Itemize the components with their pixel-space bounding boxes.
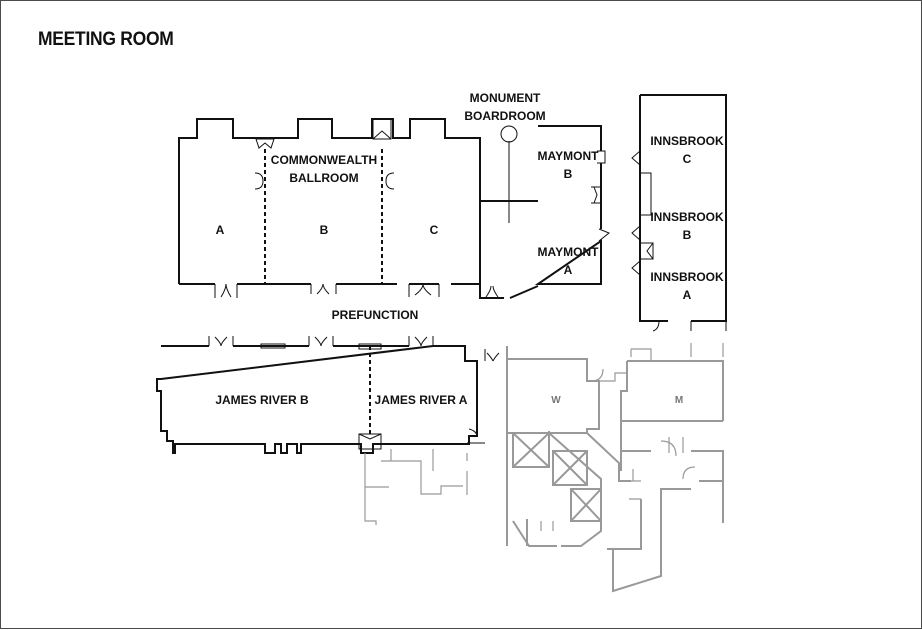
innsbrook-b-label-2: B (683, 228, 692, 242)
commonwealth-ballroom[interactable]: COMMONWEALTH BALLROOM A B C (178, 118, 481, 298)
page-title: MEETING ROOM (38, 29, 174, 50)
monument-boardroom[interactable]: MONUMENT BOARDROOM (464, 91, 546, 299)
maymont-b-label-2: B (564, 167, 573, 181)
innsbrook-rooms[interactable]: INNSBROOK C INNSBROOK B INNSBROOK A (631, 94, 727, 332)
ballroom-a-label: A (216, 223, 225, 237)
commonwealth-ballroom-label-2: BALLROOM (289, 171, 358, 185)
ballroom-c-label: C (430, 223, 439, 237)
maymont-a-label-2: A (564, 263, 573, 277)
innsbrook-c-label-2: C (683, 152, 692, 166)
maymont-rooms[interactable]: MAYMONT B MAYMONT A (534, 125, 610, 285)
james-river-b-label: JAMES RIVER B (215, 393, 309, 407)
restroom-w-label: W (551, 395, 561, 406)
monument-boardroom-label-1: MONUMENT (470, 91, 541, 105)
innsbrook-a-label-1: INNSBROOK (650, 270, 724, 284)
commonwealth-ballroom-label-1: COMMONWEALTH (271, 153, 377, 167)
maymont-a-label-1: MAYMONT (538, 245, 600, 259)
monument-boardroom-label-2: BOARDROOM (464, 109, 545, 123)
service-area: W M (364, 343, 724, 593)
ballroom-b-label: B (320, 223, 329, 237)
james-river-a-label: JAMES RIVER A (375, 393, 468, 407)
innsbrook-c-label-1: INNSBROOK (650, 134, 724, 148)
james-river-rooms[interactable]: JAMES RIVER B JAMES RIVER A (156, 336, 485, 454)
restroom-m-label: M (675, 395, 683, 406)
innsbrook-b-label-1: INNSBROOK (650, 210, 724, 224)
monument-marker (500, 125, 518, 143)
maymont-b-label-1: MAYMONT (538, 149, 600, 163)
innsbrook-a-label-2: A (683, 288, 692, 302)
prefunction-label: PREFUNCTION (332, 308, 419, 322)
